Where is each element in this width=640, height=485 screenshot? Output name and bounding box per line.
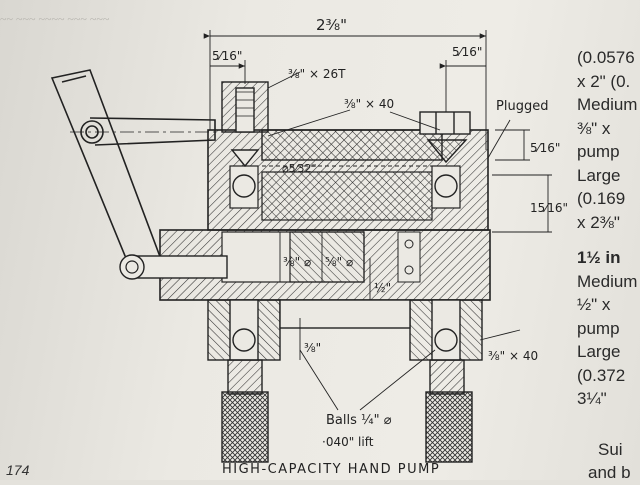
sidebar-text: (0.0576 x 2" (0. Medium ⅜" x pump Large … <box>577 46 637 411</box>
label-thread-a: ⅜" × 40 <box>344 97 394 111</box>
sidebar-line: Large <box>577 165 621 185</box>
sidebar-heading: 1½ in <box>577 248 621 267</box>
sidebar-line: (0.169 <box>577 189 626 208</box>
sidebar-line: pump <box>577 142 620 161</box>
sidebar-line: x 2⅜" <box>577 212 620 232</box>
dim-right-offset: 5⁄16" <box>452 45 482 59</box>
dim-lower-depth: ⅜" <box>304 341 321 355</box>
sidebar-line: ½" x <box>577 295 611 314</box>
dim-overall-width: 2⅜" <box>316 16 347 34</box>
sidebar-line: (0.372 <box>577 365 626 385</box>
sidebar-line: Medium <box>577 95 638 114</box>
sidebar-line: Medium <box>577 271 638 291</box>
label-plugged: Plugged <box>496 99 548 114</box>
plug-fitting <box>419 111 471 164</box>
dim-rod-dia: ⅜" ⌀ <box>283 255 311 269</box>
inlet-fitting <box>221 81 269 168</box>
dim-passage: ⌀5⁄32" <box>282 162 317 175</box>
sidebar-line: Large <box>577 342 621 361</box>
lower-valves <box>207 299 483 463</box>
sidebar-line: ⅜" x <box>577 118 611 138</box>
pump-body <box>207 129 489 231</box>
dimension-lines <box>203 30 552 411</box>
dim-piston-dia: ⅝" ⌀ <box>325 255 353 269</box>
sidebar-line: 3¼" <box>577 389 607 408</box>
bleed-through-text: ~~ ~~~ ~~~~ ~~~ ~~~ <box>0 12 110 26</box>
dim-stroke: ½" <box>374 281 391 295</box>
sidebar-bottom-line: and b <box>588 463 631 482</box>
sidebar-line: x 2" (0. <box>577 71 631 91</box>
dim-upper-height: 5⁄16" <box>530 141 560 155</box>
figure-caption: HIGH-CAPACITY HAND PUMP <box>222 462 441 477</box>
label-balls: Balls ¼" ⌀ <box>326 413 392 428</box>
label-inlet-thread: ⅜" × 26T <box>288 67 346 81</box>
page-number: 174 <box>6 462 30 478</box>
dim-body-height: 15⁄16" <box>530 201 568 215</box>
link-bar <box>80 117 216 146</box>
sidebar-line: pump <box>577 318 620 338</box>
label-lift: ·040" lift <box>322 435 374 449</box>
sidebar-line: (0.0576 <box>577 48 635 67</box>
cylinder-body <box>119 229 491 301</box>
dim-left-offset: 5⁄16" <box>212 49 242 63</box>
sidebar-bottom-line: Sui <box>598 440 623 459</box>
label-thread-b: ⅜" × 40 <box>488 349 538 363</box>
